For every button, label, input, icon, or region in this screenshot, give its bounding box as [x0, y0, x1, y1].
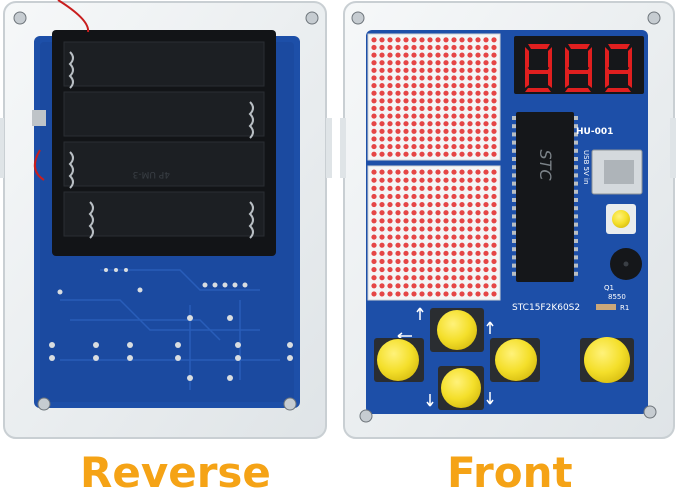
dpad-buttons [374, 308, 634, 410]
arrow-down-icon [486, 392, 494, 405]
button-action [584, 337, 630, 383]
power-switch [32, 110, 46, 126]
seven-segment-display [514, 36, 644, 94]
led-matrix-bottom [367, 165, 501, 301]
transistor-part: 8550 [608, 293, 626, 301]
arrow-down-icon [426, 394, 434, 407]
caption-front: Front [447, 448, 573, 497]
transistor-label: Q1 [604, 284, 614, 292]
front-board-photo: STC STC15F2K60S2 HU-001 USB 5V in Q1 855… [340, 1, 676, 439]
button-right [495, 339, 537, 381]
led-matrix-top [367, 33, 501, 161]
button-left [377, 339, 419, 381]
mcu-chip: STC [512, 112, 578, 282]
arrow-up-icon [416, 307, 424, 320]
battery-holder-label: 4P UM-3 [133, 169, 170, 179]
usb-port [591, 149, 643, 195]
button-down [441, 368, 481, 408]
button-up [437, 310, 477, 350]
usb-label: USB 5V in [582, 150, 590, 184]
reverse-board-photo: 4P UM-3 [0, 0, 332, 439]
caption-reverse: Reverse [80, 448, 271, 497]
model-label: HU-001 [576, 127, 613, 137]
reset-button [612, 210, 630, 228]
resistor-label: R1 [620, 304, 629, 312]
arrow-up-icon [486, 321, 494, 334]
chip-logo: STC [536, 149, 555, 181]
chip-label: STC15F2K60S2 [512, 303, 580, 313]
